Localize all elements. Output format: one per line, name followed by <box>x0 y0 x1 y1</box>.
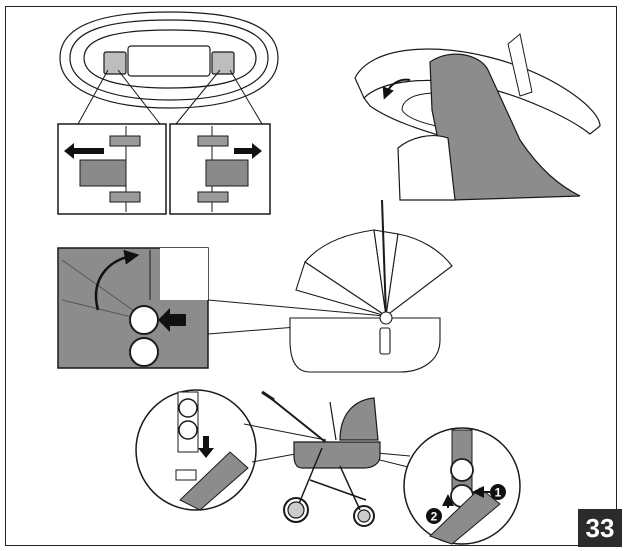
right-magnifier: 1 2 <box>403 427 521 545</box>
rotate-arrow-icon <box>94 249 140 311</box>
arrow-right-icon <box>234 143 262 159</box>
push-arrow-icon <box>158 308 186 332</box>
clip-detail-left <box>57 123 167 215</box>
clip-detail-right <box>169 123 271 215</box>
down-arrow-icon <box>198 436 214 458</box>
step-2-label: 2 <box>431 510 438 524</box>
step-1-marker <box>490 484 506 500</box>
stroller-illustration <box>261 390 381 527</box>
hinge-detail-panel <box>57 247 209 369</box>
leader-lines-top <box>77 69 263 125</box>
bassinet-top-view <box>59 11 279 109</box>
curved-arrow-icon <box>382 78 411 100</box>
left-magnifier <box>135 389 257 511</box>
step-2-marker <box>426 508 442 524</box>
bassinet-side-view <box>289 199 453 373</box>
page-number-badge: 33 <box>578 509 622 547</box>
hand-icon <box>397 135 456 201</box>
page-frame <box>5 6 617 546</box>
step-1-label: 1 <box>495 486 502 500</box>
arrow-left-icon <box>64 143 104 159</box>
bassinet-hood-view <box>354 33 601 201</box>
